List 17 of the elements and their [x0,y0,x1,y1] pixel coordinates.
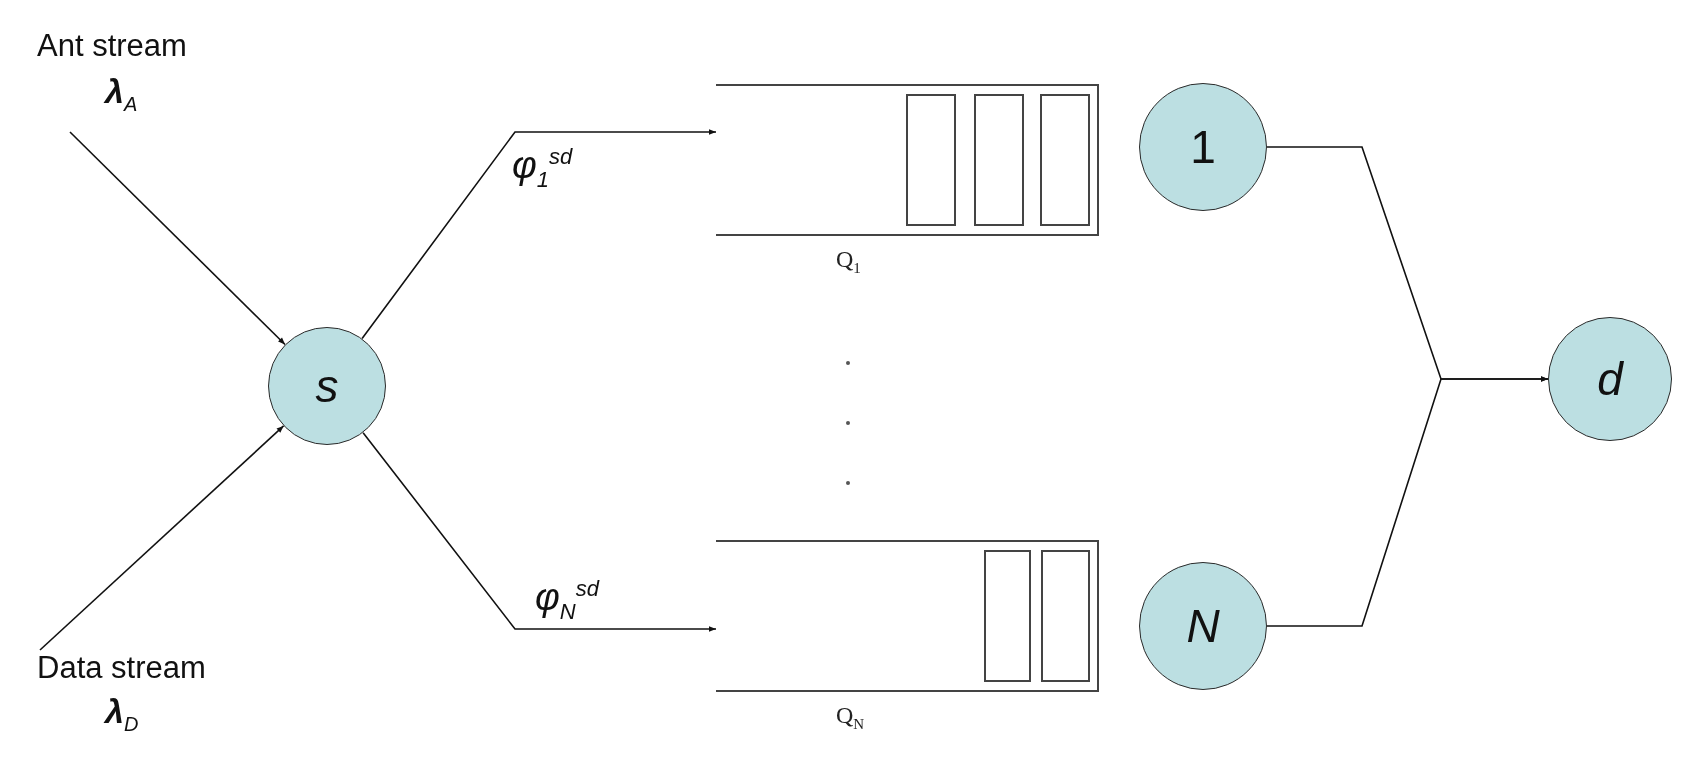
queue-label: Q$_{1}$ [836,246,861,277]
node-label: d [1597,352,1623,406]
arrow [69,131,286,346]
queue-buffer [716,540,1099,692]
queue-label: Q$_{N}$ [836,702,865,733]
rate-symbol: λ$_{A}$ [105,72,138,116]
rate-symbol: λ$_{D}$ [105,692,139,736]
node-label: 1 [1190,120,1216,174]
arrow [361,129,717,340]
node-label: N [1186,599,1220,653]
arrow [39,425,285,651]
node-label: s [315,359,339,413]
stream-label: Data stream [37,650,206,686]
stream-label: Ant stream [37,28,187,64]
arrow [362,431,717,632]
arrow [1266,376,1549,627]
queue-buffer [716,84,1099,236]
